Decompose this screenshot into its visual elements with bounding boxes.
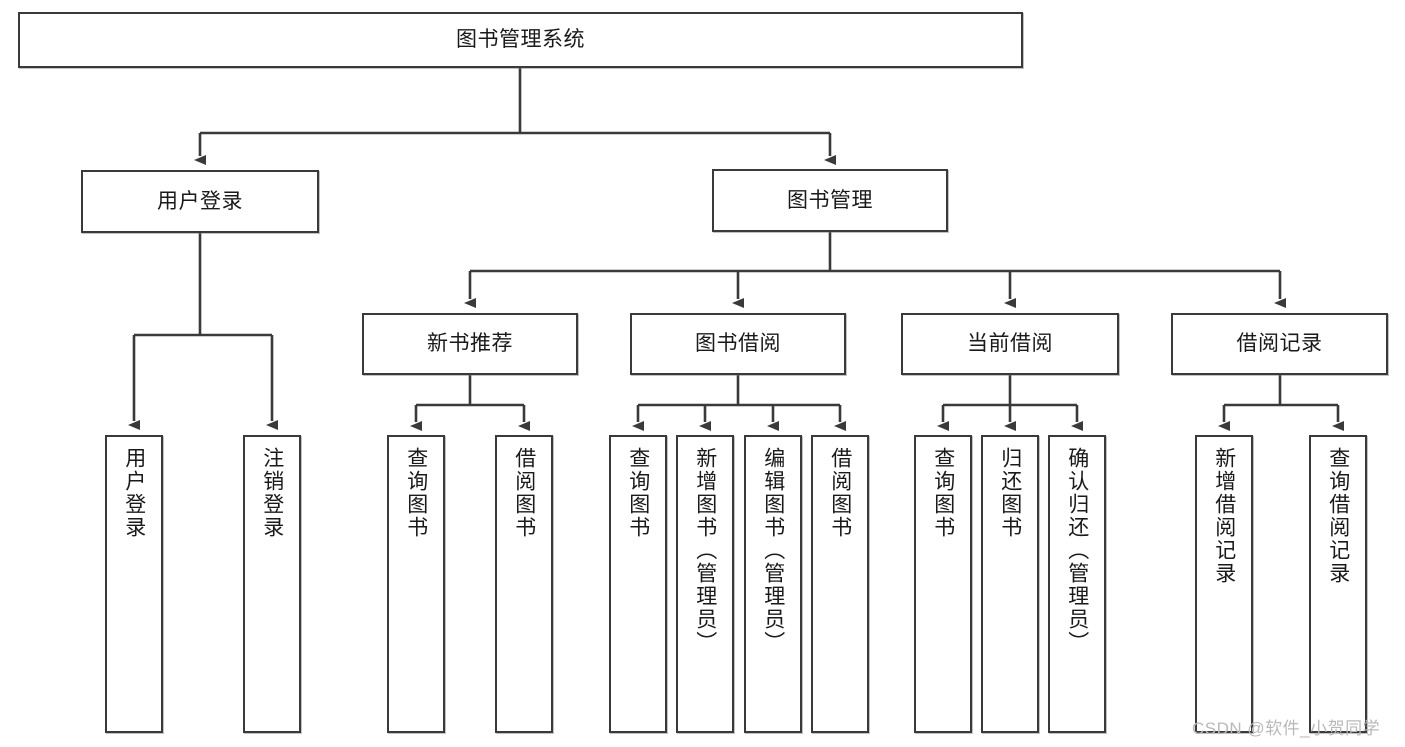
- node-root-label: 图书管理系统: [456, 28, 585, 52]
- node-leaf-add-borrow-record[interactable]: 新增借阅记录: [1195, 435, 1253, 733]
- node-leaf-logout-label: 注销登录: [260, 447, 284, 539]
- node-leaf-user-login-label: 用户登录: [122, 447, 146, 539]
- node-leaf-add-borrow-record-label: 新增借阅记录: [1212, 447, 1236, 585]
- node-leaf-query-book-newbook[interactable]: 查询图书: [387, 435, 445, 733]
- watermark: CSDN @软件_小贺同学: [1192, 719, 1381, 738]
- node-leaf-edit-book-admin[interactable]: 编辑图书（管理员）: [744, 435, 802, 733]
- node-leaf-query-book-current[interactable]: 查询图书: [914, 435, 972, 733]
- node-leaf-query-book-current-label: 查询图书: [931, 447, 955, 539]
- node-leaf-query-borrow-record[interactable]: 查询借阅记录: [1309, 435, 1367, 733]
- node-leaf-borrow-book-newbook-label: 借阅图书: [512, 447, 536, 539]
- node-borrow-record[interactable]: 借阅记录: [1171, 313, 1388, 375]
- node-book-borrow[interactable]: 图书借阅: [630, 313, 846, 375]
- node-leaf-query-book-newbook-label: 查询图书: [404, 447, 428, 539]
- node-leaf-query-book-borrow-label: 查询图书: [626, 447, 650, 539]
- node-current-borrow-label: 当前借阅: [967, 332, 1053, 356]
- node-book-management-label: 图书管理: [787, 188, 873, 212]
- node-new-book-recommend-label: 新书推荐: [427, 332, 513, 356]
- node-leaf-borrow-book-newbook[interactable]: 借阅图书: [495, 435, 553, 733]
- node-leaf-borrow-book-borrow[interactable]: 借阅图书: [811, 435, 869, 733]
- node-leaf-user-login[interactable]: 用户登录: [105, 435, 163, 733]
- node-leaf-query-borrow-record-label: 查询借阅记录: [1326, 447, 1350, 585]
- node-leaf-logout[interactable]: 注销登录: [243, 435, 301, 733]
- node-new-book-recommend[interactable]: 新书推荐: [362, 313, 578, 375]
- node-book-management[interactable]: 图书管理: [712, 169, 948, 232]
- node-leaf-add-book-admin[interactable]: 新增图书（管理员）: [676, 435, 734, 733]
- node-root[interactable]: 图书管理系统: [18, 12, 1023, 68]
- node-borrow-record-label: 借阅记录: [1236, 332, 1323, 356]
- node-leaf-confirm-return-admin[interactable]: 确认归还（管理员）: [1048, 435, 1106, 733]
- node-leaf-add-book-admin-label: 新增图书（管理员）: [693, 447, 717, 654]
- node-user-login-label: 用户登录: [157, 189, 243, 213]
- node-leaf-confirm-return-admin-label: 确认归还（管理员）: [1065, 447, 1089, 654]
- node-leaf-return-book-label: 归还图书: [998, 447, 1022, 539]
- node-leaf-return-book[interactable]: 归还图书: [981, 435, 1039, 733]
- node-current-borrow[interactable]: 当前借阅: [901, 313, 1119, 375]
- node-leaf-edit-book-admin-label: 编辑图书（管理员）: [761, 447, 785, 654]
- node-user-login[interactable]: 用户登录: [81, 170, 319, 233]
- node-leaf-borrow-book-borrow-label: 借阅图书: [828, 447, 852, 539]
- node-leaf-query-book-borrow[interactable]: 查询图书: [609, 435, 667, 733]
- node-book-borrow-label: 图书借阅: [695, 332, 781, 356]
